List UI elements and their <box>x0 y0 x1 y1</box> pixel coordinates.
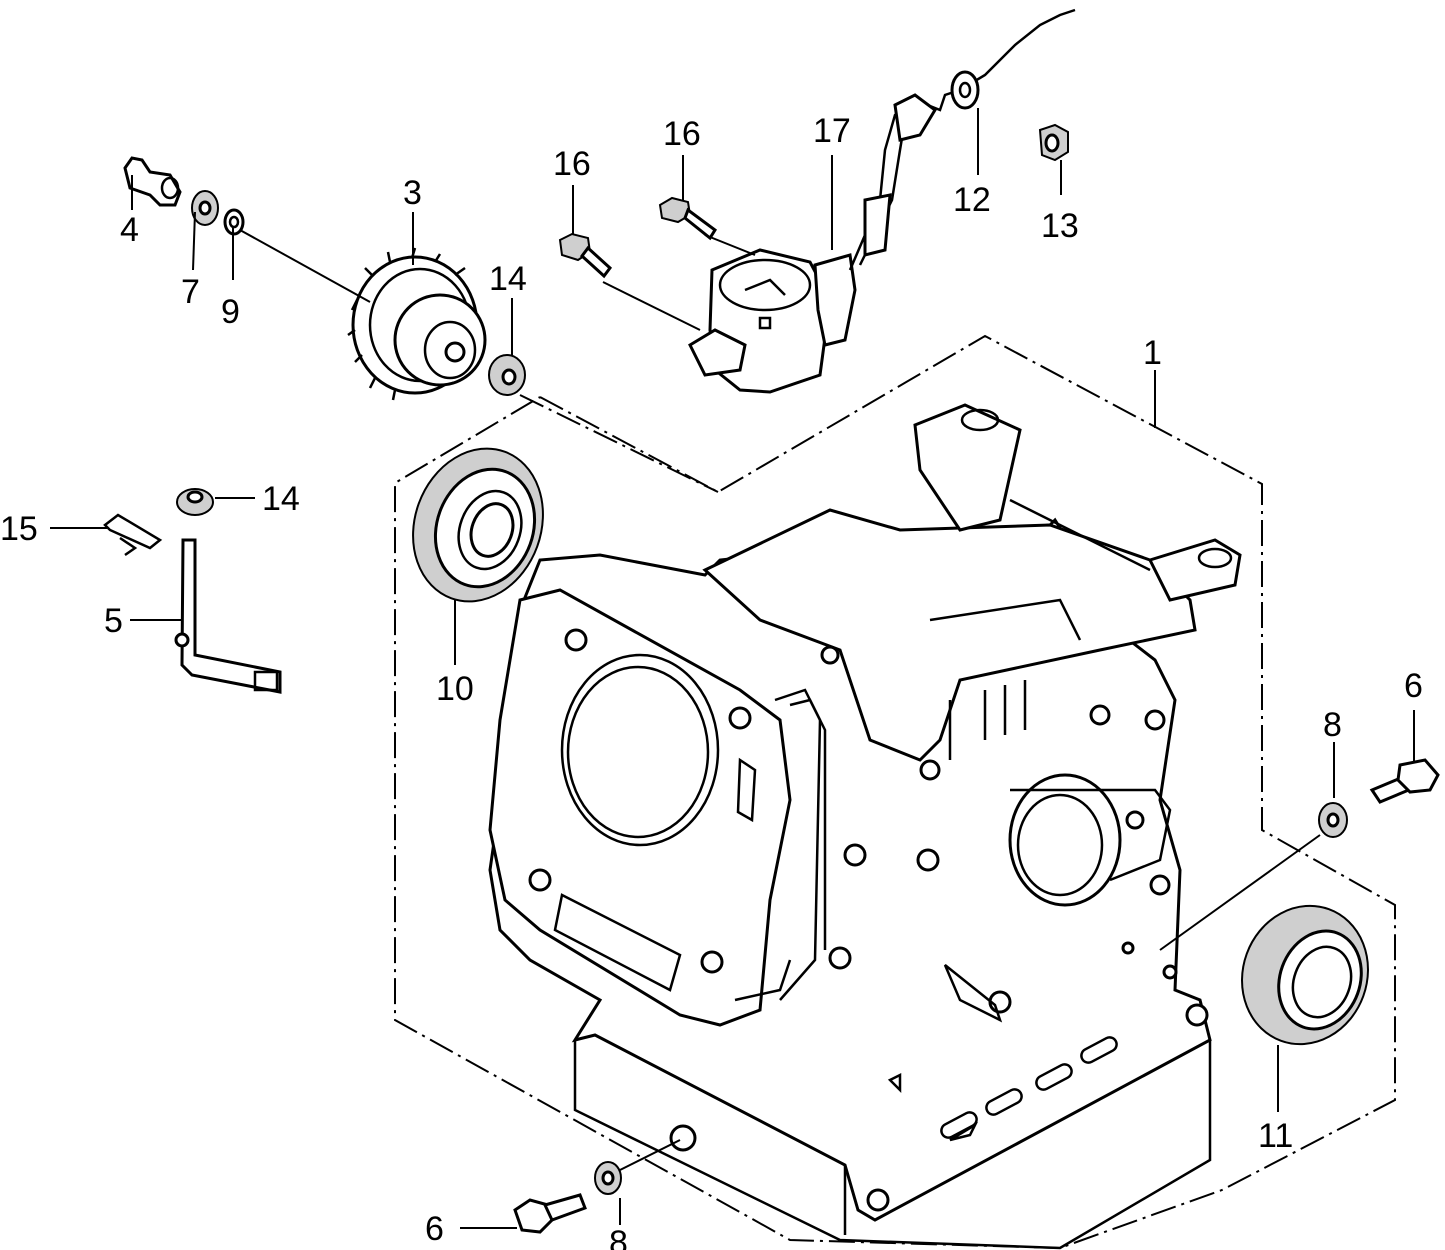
governor-arm-shaft <box>174 538 282 694</box>
washer-top <box>488 354 526 396</box>
callout-9: 9 <box>221 293 240 331</box>
callout-labels: 1 3 4 5 6 6 7 8 8 9 10 11 12 13 14 14 15… <box>0 112 1423 1250</box>
callout-6-right: 6 <box>1404 667 1423 705</box>
callout-14-top: 14 <box>489 260 527 298</box>
gear-group-outline <box>519 394 719 493</box>
oil-seal <box>1241 904 1369 1046</box>
callout-6-bottom: 6 <box>425 1210 444 1248</box>
flange-bolt-right <box>1369 758 1440 804</box>
ball-bearing <box>412 447 544 603</box>
oil-alert-switch <box>688 8 1076 394</box>
screw-lower <box>558 232 613 279</box>
callout-1: 1 <box>1143 334 1162 372</box>
callout-10: 10 <box>436 670 474 708</box>
callout-11: 11 <box>1258 1117 1293 1155</box>
callout-13: 13 <box>1041 207 1079 245</box>
dowel-pin-washer-right <box>1318 802 1348 838</box>
callout-4: 4 <box>120 211 139 249</box>
thrust-washer <box>191 190 219 226</box>
flange-bolt-bottom <box>513 1193 587 1234</box>
crankcase <box>488 403 1242 1250</box>
governor-slider <box>123 156 182 207</box>
callout-16-upper: 16 <box>663 115 701 153</box>
snap-clip <box>223 208 245 236</box>
callout-14-left: 14 <box>262 480 300 518</box>
callout-17: 17 <box>813 112 851 150</box>
crankcase-group-outline <box>394 334 1396 1250</box>
callout-5: 5 <box>104 602 123 640</box>
dowel-pin-washer-bottom <box>594 1161 622 1195</box>
callout-7: 7 <box>181 273 200 311</box>
callout-16-lower: 16 <box>553 145 591 183</box>
grommet <box>950 70 980 110</box>
cap-nut <box>1038 123 1069 162</box>
callout-3: 3 <box>403 174 422 212</box>
screw-upper <box>658 196 718 241</box>
pin-clip <box>103 513 163 557</box>
leader-lines <box>50 108 1415 1229</box>
callout-8-bottom: 8 <box>609 1224 628 1250</box>
governor-gear <box>347 247 487 401</box>
callout-12: 12 <box>953 181 991 219</box>
callout-8-right: 8 <box>1323 706 1342 744</box>
callout-15: 15 <box>0 510 38 548</box>
washer-left <box>176 488 214 516</box>
